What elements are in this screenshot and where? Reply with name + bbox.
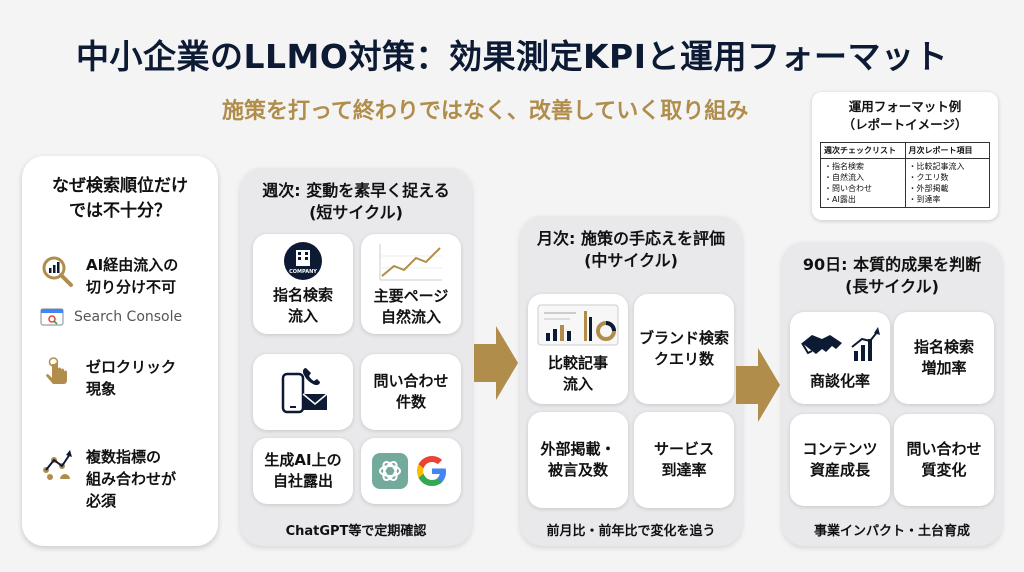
dashboard-icon [537,304,619,346]
arrow-right-icon [736,348,780,422]
tile-inquiry-quality: 問い合わせ 質変化 [894,414,994,506]
weekly-title: 週次: 変動を素早く捉える (短サイクル) [262,181,450,222]
line-chart-icon [379,244,442,281]
tile-ai-logos [361,438,461,504]
weekly-panel: 週次: 変動を素早く捉える (短サイクル) COMPANY 指名検索 流入 主要… [240,168,472,546]
tile-deal-rate: 商談化率 [790,312,890,404]
company-icon-label: COMPANY [289,269,317,275]
company-building-icon: COMPANY [284,242,322,280]
pointer-hand-icon [46,357,67,384]
weekly-checklist-header: 週次チェックリスト [821,143,906,158]
weekly-footer: ChatGPT等で定期確認 [285,524,427,539]
tile-ai-exposure: 生成AI上の 自社露出 [253,438,353,504]
monthly-footer: 前月比・前年比で変化を追う [546,524,716,539]
magnifier-chart-icon [42,256,73,287]
ninety-day-panel: 90日: 本質的成果を判断 (長サイクル) 商談化率 指名検索 増加率 コンテン… [782,242,1002,546]
tile-brand-query: ブランド検索 クエリ数 [634,294,734,404]
tile-service-reach: サービス 到達率 [634,412,734,508]
handshake-growth-icon [801,326,880,361]
why-not-ranking-card: なぜ検索順位だけ では不十分？ AI経由流入の 切り分け不可 Search Co… [22,156,218,546]
why-card-title: なぜ検索順位だけ では不十分？ [52,176,188,221]
tile-inquiries: 問い合わせ 件数 [361,354,461,430]
tile-external-mentions: 外部掲載・ 被言及数 [528,412,628,508]
ninety-day-footer: 事業インパクト・土台育成 [813,524,970,539]
tile-phone-mail [253,354,353,430]
page-subtitle: 施策を打って終わりではなく、改善していく取り組み [222,99,749,124]
monthly-report-header: 月次レポート項目 [908,146,973,155]
metrics-combination-icon [43,450,72,480]
phone-mail-icon [281,368,328,414]
reason-ai-traffic: AI経由流入の 切り分け不可 [40,254,220,298]
report-title: 運用フォーマット例 （レポートイメージ） [842,99,968,132]
chatgpt-icon [372,453,408,489]
tile-comparison-article: 比較記事 流入 [528,294,628,404]
tile-main-page-organic: 主要ページ 自然流入 [361,234,461,334]
monthly-panel: 月次: 施策の手応えを評価 (中サイクル) 比較記事 流入 ブランド検索 クエリ… [520,216,742,546]
report-format-example: 運用フォーマット例 （レポートイメージ） 週次チェックリスト 月次レポート項目 … [812,92,998,220]
search-console-icon [40,308,64,326]
tile-branded-growth: 指名検索 増加率 [894,312,994,404]
monthly-title: 月次: 施策の手応えを評価 (中サイクル) [537,229,725,270]
reason-multi-metrics: 複数指標の 組み合わせが 必須 [40,446,220,512]
ninety-day-title: 90日: 本質的成果を判断 (長サイクル) [802,255,982,296]
page-title: 中小企業のLLMO対策：効果測定KPIと運用フォーマット [76,37,948,76]
search-console-logo: Search Console [40,306,182,328]
monthly-report-items: ・比較記事流入 ・クエリ数 ・外部掲載 ・到達率 [908,162,965,204]
report-table: 週次チェックリスト 月次レポート項目 ・指名検索 ・自然流入 ・問い合わせ ・A… [820,142,990,208]
tile-content-assets: コンテンツ 資産成長 [790,414,890,506]
reason-zero-click: ゼロクリック 現象 [40,356,220,400]
arrow-right-icon [474,326,518,400]
google-icon [417,456,446,486]
weekly-checklist-items: ・指名検索 ・自然流入 ・問い合わせ ・AI露出 [821,159,906,207]
search-console-label: Search Console [74,309,183,325]
tile-branded-search: COMPANY 指名検索 流入 [253,234,353,334]
